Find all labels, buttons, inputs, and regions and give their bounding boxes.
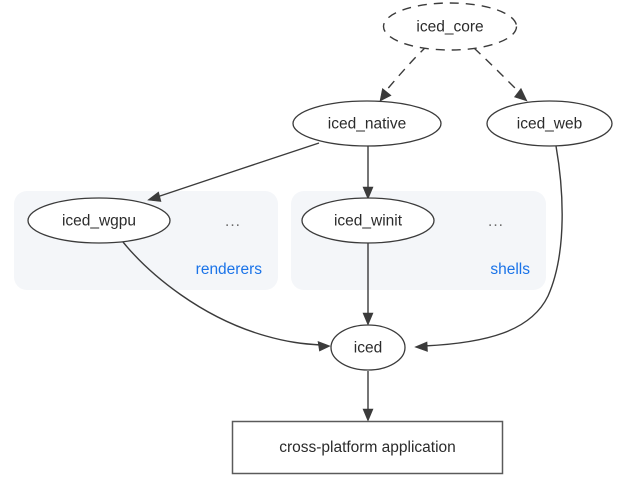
node-iced_native[interactable]: iced_native [292, 100, 442, 147]
node-iced_wgpu-label: iced_wgpu [62, 213, 136, 230]
node-iced_core[interactable]: iced_core [382, 2, 518, 51]
cluster-shells-ellipsis: ... [488, 213, 504, 230]
cluster-shells-label: shells [490, 261, 530, 278]
edge-iced_winit-to-iced [362, 243, 374, 326]
edge-iced-to-application [362, 371, 374, 422]
edge-iced_core-to-iced_web [473, 47, 528, 102]
edge-iced_native-to-iced_wgpu [147, 142, 320, 202]
edge-iced_core-to-iced_native [379, 45, 428, 102]
node-iced_core-label: iced_core [416, 19, 483, 36]
node-iced[interactable]: iced [330, 324, 406, 371]
node-iced_winit[interactable]: iced_winit [301, 197, 435, 244]
cluster-renderers-ellipsis: ... [225, 213, 241, 230]
cluster-renderers-label: renderers [196, 261, 263, 278]
node-cross-platform-application[interactable]: cross-platform application [231, 420, 504, 475]
node-iced_wgpu[interactable]: iced_wgpu [27, 197, 171, 244]
node-iced_winit-label: iced_winit [334, 213, 403, 230]
edge-iced_web-to-iced [414, 145, 563, 352]
node-iced_web-label: iced_web [517, 116, 583, 133]
edge-iced_native-to-iced_winit [362, 146, 374, 200]
node-application-label: cross-platform application [279, 439, 456, 456]
node-iced_native-label: iced_native [328, 116, 406, 133]
edge-iced_wgpu-to-iced [122, 241, 331, 352]
node-iced_web[interactable]: iced_web [486, 100, 613, 147]
node-iced-label: iced [354, 340, 382, 357]
